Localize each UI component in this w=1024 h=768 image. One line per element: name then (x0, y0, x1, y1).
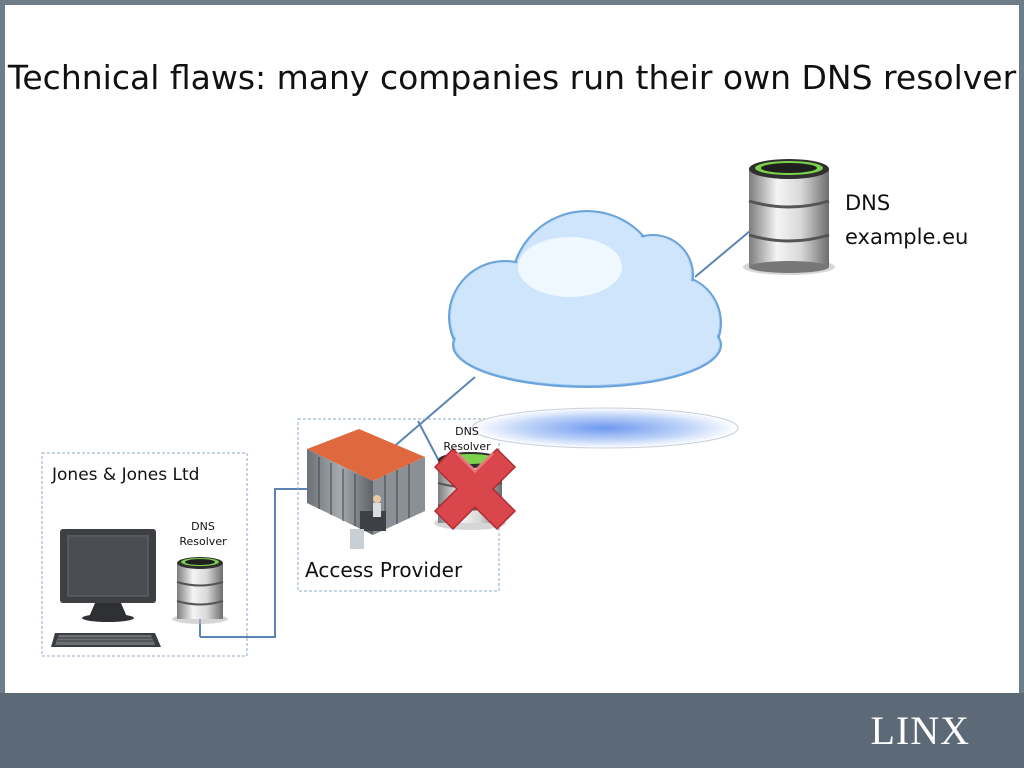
footer-bar: LINX (0, 693, 1024, 768)
provider-name: Access Provider (305, 558, 463, 582)
company-name: Jones & Jones Ltd (52, 465, 200, 485)
link-resolver-to-cloud (417, 420, 441, 464)
cloud-icon (448, 210, 722, 388)
server-stack-icon (172, 557, 228, 624)
disabled-cross-icon (433, 447, 517, 531)
slide-title: Technical flaws: many companies run thei… (7, 58, 1017, 97)
provider-resolver-label-line2: Resolver (443, 440, 491, 453)
slide: Technical flaws: many companies run thei… (5, 5, 1019, 693)
cloud-shadow (471, 407, 739, 449)
network-links (199, 230, 751, 638)
authoritative-dns-label: DNS example.eu (845, 186, 968, 254)
computer-icon (51, 529, 161, 647)
link-cloud-to-dns (694, 230, 751, 278)
provider-resolver-label: DNS Resolver (437, 424, 497, 454)
authoritative-dns-name: DNS (845, 191, 891, 215)
company-box (41, 452, 248, 657)
network-diagram (41, 159, 835, 657)
server-stack-icon (743, 159, 835, 275)
provider-resolver-label-line1: DNS (455, 425, 479, 438)
company-resolver-label-line2: Resolver (179, 535, 227, 548)
link-company-to-provider (200, 488, 307, 638)
link-provider-to-cloud (389, 376, 476, 451)
linx-logo: LINX (870, 708, 970, 753)
company-resolver-label-line1: DNS (191, 520, 215, 533)
company-resolver-label: DNS Resolver (173, 519, 233, 549)
datacenter-icon (307, 429, 425, 549)
authoritative-dns-domain: example.eu (845, 225, 969, 249)
